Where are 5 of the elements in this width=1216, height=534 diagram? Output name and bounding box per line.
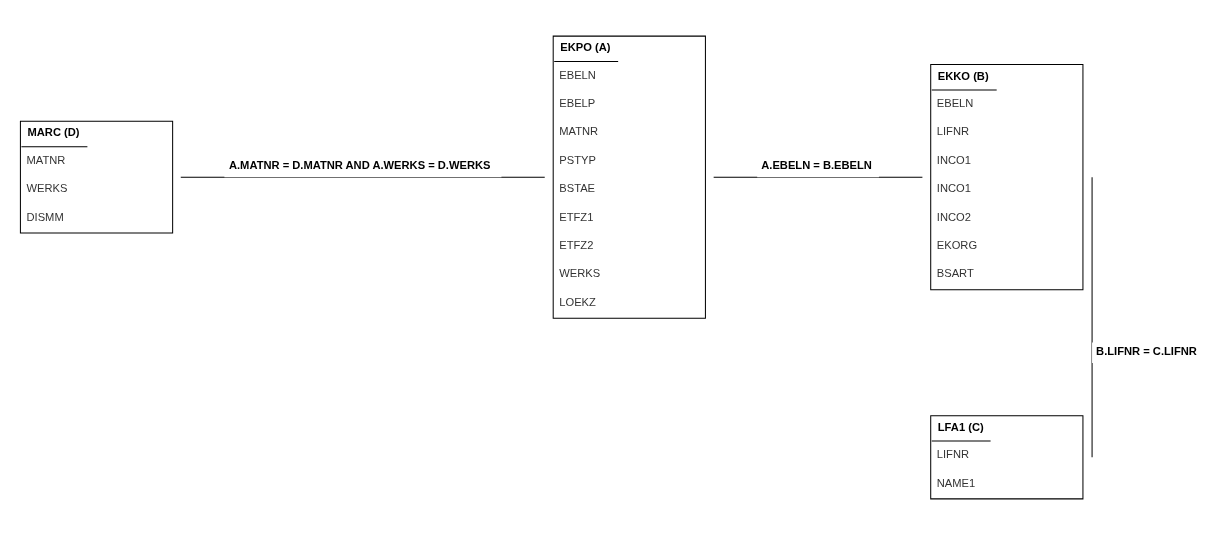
edge-label: B.LIFNR = C.LIFNR [1096, 344, 1197, 357]
connector [180, 176, 546, 178]
connector [713, 176, 923, 178]
edge-label: A.EBELN = B.EBELN [761, 158, 872, 171]
edge-label: A.MATNR = D.MATNR AND A.WERKS = D.WERKS [228, 158, 491, 171]
